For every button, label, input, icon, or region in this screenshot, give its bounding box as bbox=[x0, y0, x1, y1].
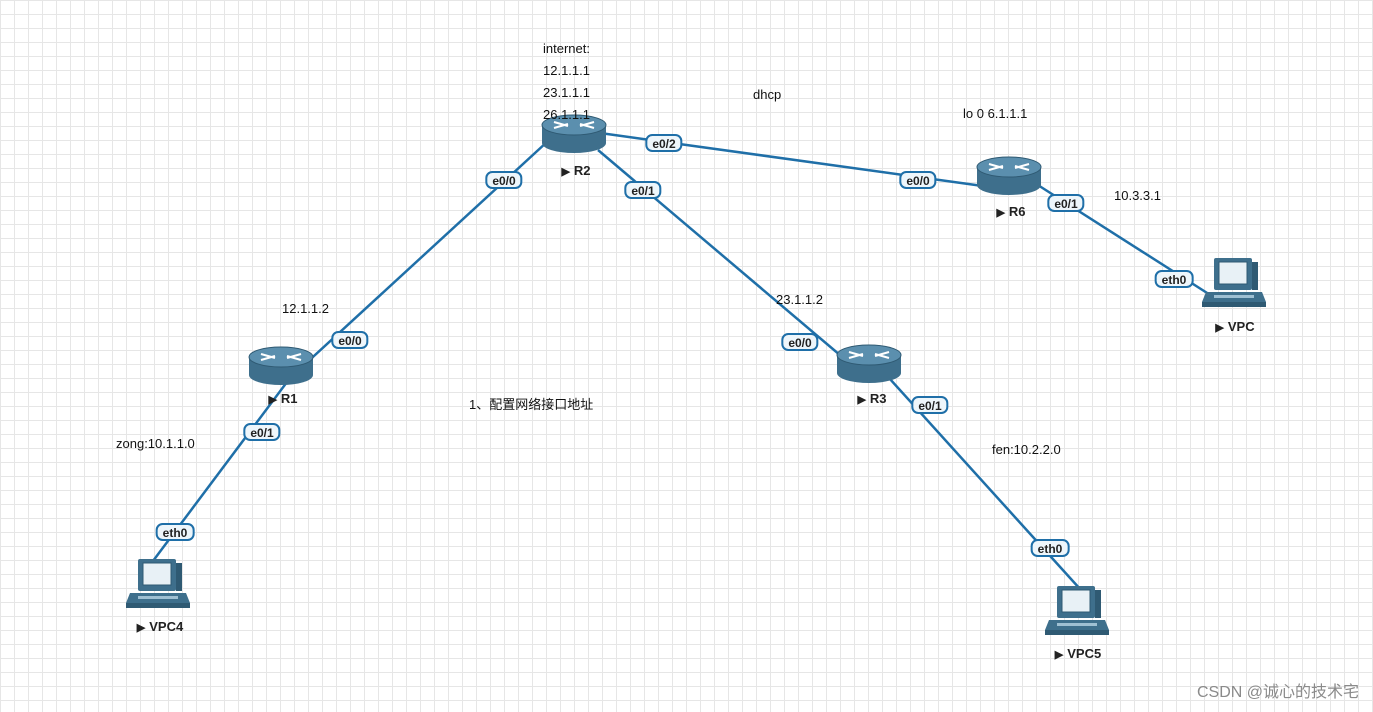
node-label-vpc[interactable]: ▶VPC bbox=[1215, 319, 1254, 334]
node-name-text: VPC4 bbox=[149, 619, 184, 634]
node-label-r6[interactable]: ▶R6 bbox=[996, 204, 1025, 219]
router-r6[interactable] bbox=[975, 155, 1043, 206]
pc-vpc4[interactable] bbox=[124, 557, 192, 616]
watermark: CSDN @诚心的技术宅 bbox=[1196, 684, 1359, 701]
zong-net-note: zong:10.1.1.0 bbox=[116, 436, 195, 451]
node-label-vpc4[interactable]: ▶VPC4 bbox=[137, 619, 183, 634]
note-line: internet: bbox=[543, 41, 590, 56]
router-icon bbox=[976, 156, 1042, 195]
port-r3-e0-1[interactable]: e0/1 bbox=[911, 396, 949, 414]
port-r6-e0-0[interactable]: e0/0 bbox=[899, 171, 937, 189]
port-r2-e0-0[interactable]: e0/0 bbox=[485, 171, 523, 189]
node-name-text: R3 bbox=[869, 391, 887, 406]
node-name-text: R2 bbox=[573, 163, 591, 178]
router-r1[interactable] bbox=[247, 345, 315, 396]
pc-icon bbox=[1045, 586, 1109, 635]
run-marker-icon: ▶ bbox=[136, 622, 146, 634]
port-r1-e0-0[interactable]: e0/0 bbox=[331, 331, 369, 349]
run-marker-icon: ▶ bbox=[561, 166, 570, 178]
router-icon bbox=[836, 344, 902, 383]
node-label-vpc5[interactable]: ▶VPC5 bbox=[1055, 646, 1101, 661]
port-vpc-eth0[interactable]: eth0 bbox=[1154, 270, 1194, 288]
node-name-text: R6 bbox=[1008, 204, 1026, 219]
pc-icon bbox=[126, 559, 190, 608]
node-label-r1[interactable]: ▶R1 bbox=[268, 391, 297, 406]
note-line: 26.1.1.1 bbox=[543, 107, 590, 122]
node-name-text: VPC bbox=[1227, 319, 1255, 334]
r6-lan-note: 10.3.3.1 bbox=[1114, 188, 1161, 203]
pc-icon bbox=[1202, 258, 1266, 307]
port-r1-e0-1[interactable]: e0/1 bbox=[243, 423, 281, 441]
node-name-text: VPC5 bbox=[1067, 646, 1102, 661]
step-note: 1、配置网络接口地址 bbox=[469, 397, 594, 412]
router-icon bbox=[541, 114, 607, 153]
r6-loopback-note: lo 0 6.1.1.1 bbox=[963, 106, 1028, 121]
port-vpc5-eth0[interactable]: eth0 bbox=[1030, 539, 1070, 557]
run-marker-icon: ▶ bbox=[1215, 322, 1224, 334]
run-marker-icon: ▶ bbox=[268, 394, 277, 406]
router-r2[interactable] bbox=[540, 113, 608, 164]
run-marker-icon: ▶ bbox=[857, 394, 866, 406]
router-r3[interactable] bbox=[835, 343, 903, 394]
r1-wan-note: 12.1.1.2 bbox=[282, 301, 329, 316]
run-marker-icon: ▶ bbox=[1054, 649, 1064, 661]
port-vpc4-eth0[interactable]: eth0 bbox=[155, 523, 195, 541]
node-label-r3[interactable]: ▶R3 bbox=[857, 391, 886, 406]
fen-net-note: fen:10.2.2.0 bbox=[992, 442, 1061, 457]
port-r2-e0-2[interactable]: e0/2 bbox=[645, 134, 683, 152]
port-r2-e0-1[interactable]: e0/1 bbox=[624, 181, 662, 199]
node-label-r2[interactable]: ▶R2 bbox=[561, 163, 590, 178]
r2-internet-note: internet: 12.1.1.1 23.1.1.1 26.1.1.1 bbox=[543, 38, 590, 126]
port-r6-e0-1[interactable]: e0/1 bbox=[1047, 194, 1085, 212]
node-name-text: R1 bbox=[280, 391, 298, 406]
note-line: 23.1.1.1 bbox=[543, 85, 590, 100]
r3-wan-note: 23.1.1.2 bbox=[776, 292, 823, 307]
dhcp-note: dhcp bbox=[753, 87, 782, 102]
pc-vpc5[interactable] bbox=[1043, 584, 1111, 643]
port-r3-e0-0[interactable]: e0/0 bbox=[781, 333, 819, 351]
note-line: 12.1.1.1 bbox=[543, 63, 590, 78]
router-icon bbox=[248, 346, 314, 385]
run-marker-icon: ▶ bbox=[996, 207, 1005, 219]
pc-vpc[interactable] bbox=[1200, 256, 1268, 315]
